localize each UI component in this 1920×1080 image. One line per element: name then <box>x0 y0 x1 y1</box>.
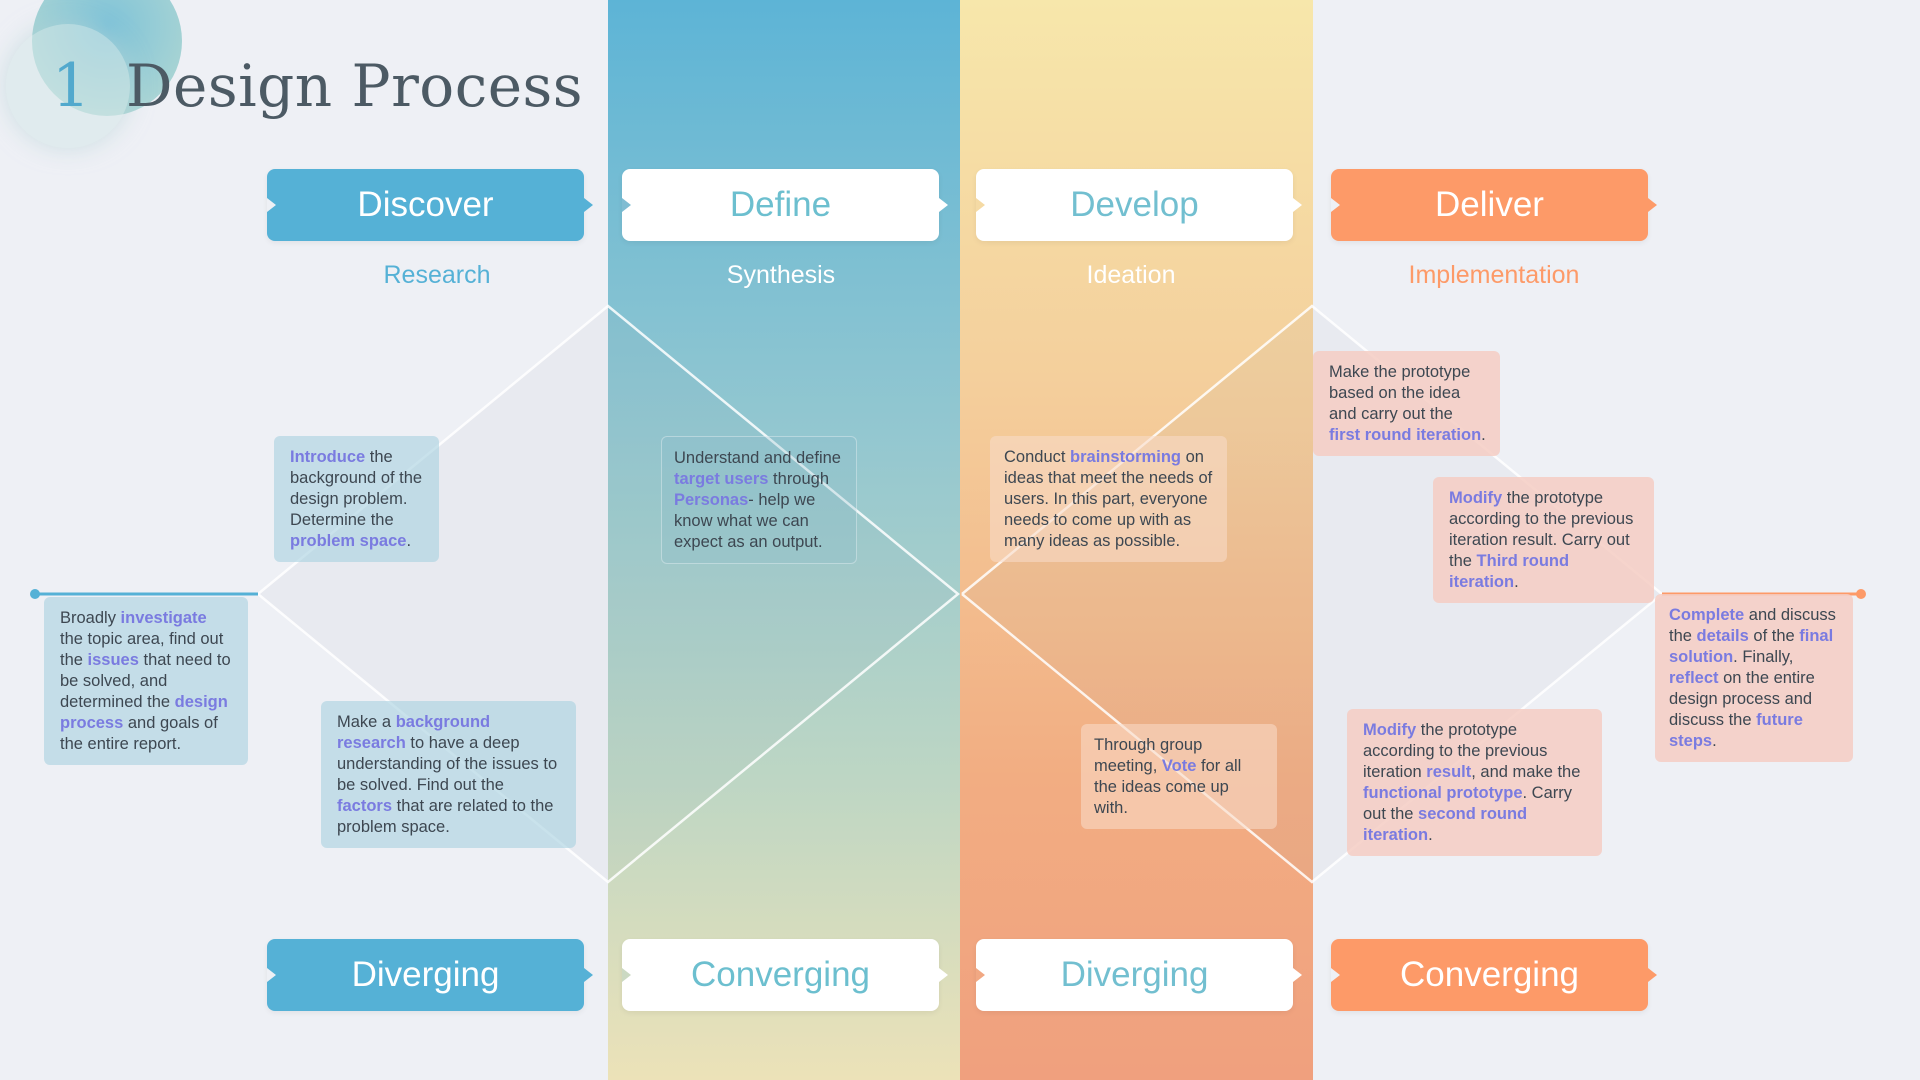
note-second-iteration: Modify the prototype according to the pr… <box>1347 709 1602 856</box>
note-text: on the entire design process and discuss… <box>1669 669 1815 729</box>
note-background-research: Make a background research to have a dee… <box>321 701 576 848</box>
note-text: for all the ideas come up with. <box>1094 757 1242 817</box>
note-text: the topic area, find out the <box>60 630 224 669</box>
tag-develop: Develop <box>976 169 1302 241</box>
note-text: . Carry out the <box>1363 784 1572 823</box>
note-text: . <box>1712 732 1717 750</box>
note-text: Make the prototype based on the idea and… <box>1329 363 1471 423</box>
tag-define: Define <box>622 169 948 241</box>
note-text: that are related to the problem space. <box>337 797 554 836</box>
section-number: 1 <box>52 51 91 121</box>
highlight-term: future steps <box>1669 711 1803 750</box>
highlight-term: first round iteration <box>1329 426 1482 444</box>
note-final-solution: Complete and discuss the details of the … <box>1655 594 1853 762</box>
note-text: . <box>1514 573 1519 591</box>
highlight-term: design process <box>60 693 228 732</box>
subtitle-research: Research <box>383 261 491 289</box>
highlight-term: target users <box>674 470 769 488</box>
note-text: the prototype according to the previous … <box>1363 721 1548 781</box>
subtitle-implementation: Implementation <box>1408 261 1580 289</box>
highlight-term: brainstorming <box>1070 448 1181 466</box>
highlight-term: Third round iteration <box>1449 552 1570 591</box>
start-dot <box>30 589 40 599</box>
end-dot <box>1856 589 1866 599</box>
tag-diverging-2: Diverging <box>976 939 1302 1011</box>
note-text: the prototype according to the previous … <box>1449 489 1634 570</box>
note-text: . Finally, <box>1733 648 1794 666</box>
subtitle-ideation: Ideation <box>1086 261 1176 289</box>
note-text: the background of the design problem. De… <box>290 448 423 529</box>
note-brainstorming: Conduct brainstorming on ideas that meet… <box>990 436 1227 562</box>
tag-converging-2: Converging <box>1331 939 1657 1011</box>
tag-deliver: Deliver <box>1331 169 1657 241</box>
highlight-term: functional prototype <box>1363 784 1523 802</box>
note-text: through <box>768 470 830 488</box>
highlight-term: issues <box>87 651 139 669</box>
highlight-term: reflect <box>1669 669 1719 687</box>
note-text: . <box>1481 426 1486 444</box>
note-text: on ideas that meet the needs of users. I… <box>1004 448 1213 550</box>
note-text: Through group meeting, <box>1094 736 1203 775</box>
highlight-term: problem space <box>290 532 407 550</box>
note-text: and discuss the <box>1669 606 1836 645</box>
highlight-term: Modify <box>1363 721 1417 739</box>
note-first-iteration: Make the prototype based on the idea and… <box>1313 351 1500 456</box>
highlight-term: factors <box>337 797 393 815</box>
page-title: Design Process <box>126 52 584 120</box>
highlight-term: Modify <box>1449 489 1503 507</box>
highlight-term: Personas <box>674 491 749 509</box>
highlight-term: Vote <box>1161 757 1197 775</box>
note-investigate: Broadly investigate the topic area, find… <box>44 597 248 765</box>
tag-diverging-1: Diverging <box>267 939 593 1011</box>
note-target-users: Understand and define target users throu… <box>661 436 857 564</box>
title-decor-circle-glow <box>6 24 130 148</box>
highlight-term: result <box>1426 763 1472 781</box>
note-text: and goals of the entire report. <box>60 714 218 753</box>
note-text: Conduct <box>1004 448 1071 466</box>
note-text: Broadly <box>60 609 121 627</box>
tag-converging-1: Converging <box>622 939 948 1011</box>
note-text: Make a <box>337 713 396 731</box>
note-introduce: Introduce the background of the design p… <box>274 436 439 562</box>
note-text: , and make the <box>1471 763 1581 781</box>
highlight-term: Complete <box>1669 606 1745 624</box>
note-text: to have a deep understanding of the issu… <box>337 734 558 794</box>
highlight-term: Introduce <box>290 448 366 466</box>
tag-discover: Discover <box>267 169 593 241</box>
highlight-term: background research <box>337 713 491 752</box>
highlight-term: final solution <box>1669 627 1834 666</box>
note-text: - help we know what we can expect as an … <box>674 491 823 551</box>
highlight-term: investigate <box>120 609 207 627</box>
highlight-term: details <box>1696 627 1749 645</box>
note-text: . <box>406 532 412 550</box>
note-text: Understand and define <box>674 449 841 467</box>
note-text: . <box>1428 826 1433 844</box>
highlight-term: second round iteration <box>1363 805 1528 844</box>
note-text: of the <box>1748 627 1800 645</box>
subtitle-synthesis: Synthesis <box>726 261 836 289</box>
note-third-iteration: Modify the prototype according to the pr… <box>1433 477 1654 603</box>
note-text: that need to be solved, and determined t… <box>60 651 231 711</box>
note-vote: Through group meeting, Vote for all the … <box>1081 724 1277 829</box>
